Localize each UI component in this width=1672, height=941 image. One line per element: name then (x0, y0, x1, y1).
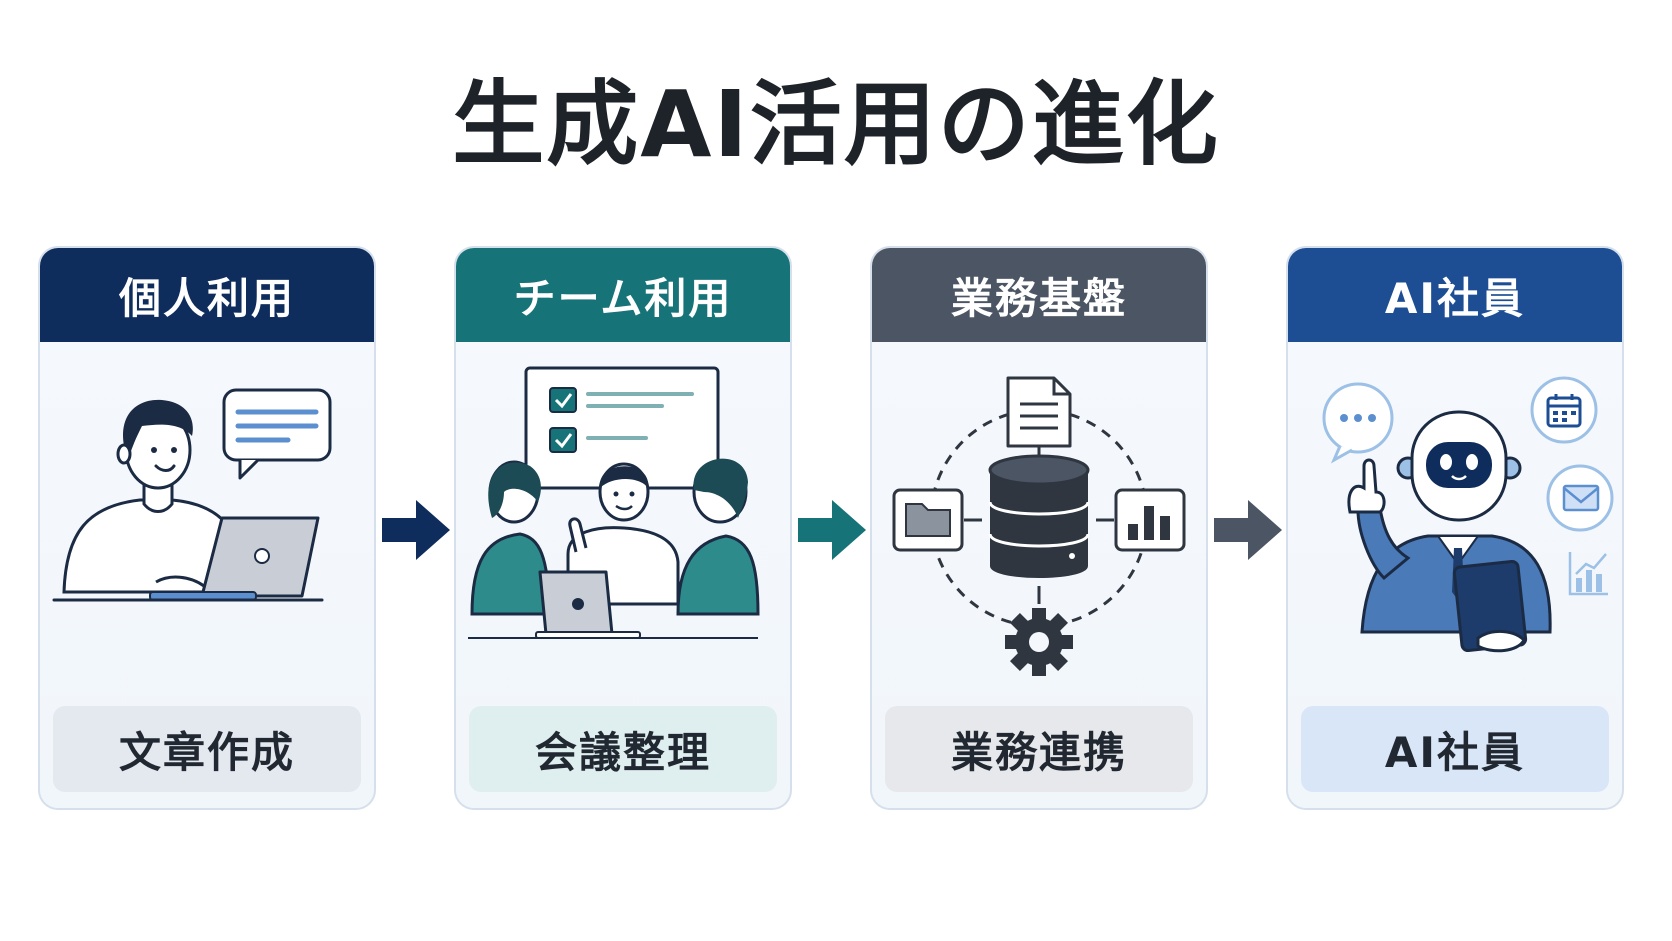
chat-bubble-icon (1322, 382, 1394, 464)
stage-header: 個人利用 (40, 248, 374, 342)
gear-icon (1005, 608, 1073, 676)
arrow-right-icon (380, 494, 452, 566)
stage-header: AI社員 (1288, 248, 1622, 342)
stage-card-team: チーム利用 (454, 246, 792, 810)
mail-icon (1546, 464, 1614, 532)
stage-card-personal: 個人利用 文章 (38, 246, 376, 810)
stage-footer: 会議整理 (469, 706, 777, 792)
folder-icon (892, 488, 964, 552)
bar-chart-icon (1114, 488, 1186, 552)
stage-footer: 業務連携 (885, 706, 1193, 792)
document-icon (1006, 376, 1072, 448)
stage-header: チーム利用 (456, 248, 790, 342)
person-laptop-icon (40, 342, 374, 708)
database-icon (988, 454, 1090, 578)
stage-header: 業務基盤 (872, 248, 1206, 342)
stage-footer: AI社員 (1301, 706, 1609, 792)
ai-robot-employee-icon (1288, 342, 1622, 708)
database-network-icon (872, 342, 1206, 708)
arrow-right-icon (1212, 494, 1284, 566)
calendar-icon (1530, 376, 1598, 444)
stage-footer: 文章作成 (53, 706, 361, 792)
growth-chart-icon (1568, 552, 1608, 596)
stage-card-platform: 業務基盤 (870, 246, 1208, 810)
team-meeting-icon (456, 342, 790, 708)
stage-card-ai-employee: AI社員 (1286, 246, 1624, 810)
arrow-right-icon (796, 494, 868, 566)
page-title: 生成AI活用の進化 (452, 71, 1220, 178)
